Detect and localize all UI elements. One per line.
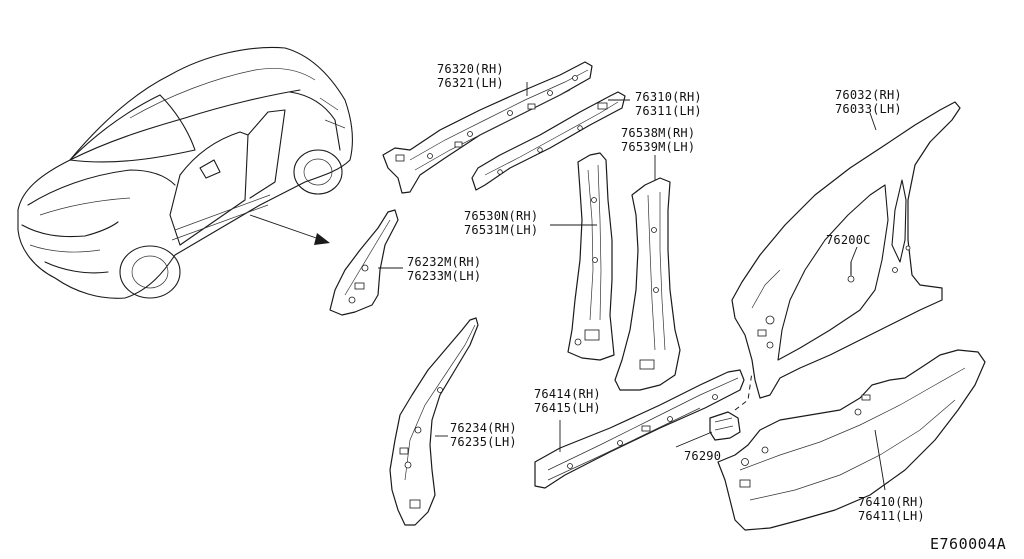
label-76538m: 76538M(RH): [621, 126, 695, 140]
body-side-outer: [731, 101, 961, 399]
front-pillar-outer: [389, 317, 479, 526]
label-76033: 76033(LH): [835, 102, 902, 116]
label-76531m: 76531M(LH): [464, 223, 538, 237]
label-76290: 76290: [684, 449, 721, 463]
label-76200c: 76200C: [826, 233, 871, 247]
label-76410: 76410(RH): [858, 495, 925, 509]
center-pillar-reinforcement: [614, 155, 681, 391]
sill-inner: [534, 369, 745, 489]
label-76321: 76321(LH): [437, 76, 504, 90]
center-pillar-inner: [550, 152, 615, 361]
roof-rail-inner: [382, 61, 593, 194]
label-76414: 76414(RH): [534, 387, 601, 401]
bracket-part: [675, 371, 753, 448]
label-76539m: 76539M(LH): [621, 140, 695, 154]
label-76411: 76411(LH): [858, 509, 925, 523]
front-pillar-inner: [329, 209, 403, 316]
label-76233m: 76233M(LH): [407, 269, 481, 283]
sill-outer: [717, 349, 986, 531]
roof-rail-reinforcement: [471, 91, 630, 191]
clip-part: [847, 246, 858, 283]
label-76032: 76032(RH): [835, 88, 902, 102]
label-76310: 76310(RH): [635, 90, 702, 104]
label-76415: 76415(LH): [534, 401, 601, 415]
label-76234: 76234(RH): [450, 421, 517, 435]
label-76232m: 76232M(RH): [407, 255, 481, 269]
label-76311: 76311(LH): [635, 104, 702, 118]
label-76320: 76320(RH): [437, 62, 504, 76]
diagram-code: E760004A: [930, 535, 1006, 553]
label-76235: 76235(LH): [450, 435, 517, 449]
label-76530n: 76530N(RH): [464, 209, 538, 223]
vehicle-overview: [17, 46, 354, 299]
part-labels: 76320(RH) 76321(LH) 76310(RH) 76311(LH) …: [407, 62, 1006, 553]
